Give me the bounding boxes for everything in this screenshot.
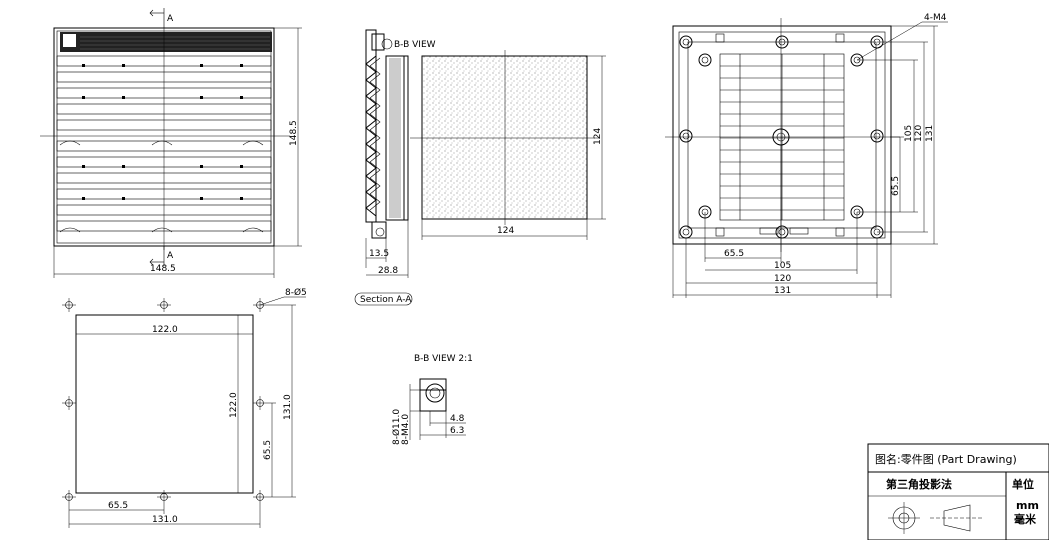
rear-dim-h-65: 65.5 (724, 249, 744, 259)
cutout-inner-height: 122.0 (229, 392, 239, 418)
cutout-hole-spacing-h: 65.5 (108, 501, 128, 511)
cutout-view: 8-Ø5 122.0 122.0 131.0 65.5 65.5 131.0 (62, 287, 307, 528)
section-marker-bottom: A (167, 251, 174, 261)
rear-dim-v-131: 131 (925, 125, 935, 142)
title-block: 图名:零件图 (Part Drawing) 第三角投影法 单位 mm 毫米 (867, 443, 1049, 540)
rear-dim-h-120: 120 (774, 274, 791, 284)
detail-dim-b: 6.3 (450, 426, 464, 436)
front-width-dim: 148.5 (150, 264, 176, 274)
rear-dim-h-131: 131 (774, 286, 791, 296)
hole-label: 8-Ø5 (285, 287, 307, 298)
unit-cn: 毫米 (1014, 512, 1037, 526)
cutout-hole-spacing-v: 65.5 (263, 440, 273, 460)
rear-dim-v-65: 65.5 (891, 176, 901, 196)
rear-dim-h-105: 105 (774, 261, 791, 271)
title-name-label: 图名:零件图 (Part Drawing) (875, 452, 1017, 466)
rear-dim-v-120: 120 (914, 125, 924, 142)
cutout-outer-height: 131.0 (283, 394, 293, 420)
screw-label: 4-M4 (924, 13, 947, 23)
detail-b-circle (381, 38, 393, 50)
logo-square (63, 34, 76, 47)
front-height-dim: 148.5 (289, 120, 299, 146)
section-marker-top: A (167, 14, 174, 24)
rear-dim-v-105: 105 (904, 125, 914, 142)
unit-en: mm (1016, 499, 1039, 512)
front-view: A (40, 8, 302, 278)
depth-dim-2: 28.8 (378, 266, 398, 276)
detail-dim-a: 4.8 (450, 414, 465, 424)
detail-label-dia: 8-Ø11.0 (391, 409, 402, 445)
mounting-holes (62, 298, 267, 504)
projection-symbol (888, 502, 984, 534)
section-view: B-B VIEW 13.5 28.8 (354, 29, 606, 306)
section-label: Section A-A (360, 295, 412, 305)
cutout-inner-width: 122.0 (152, 325, 178, 335)
cutout-outer-width: 131.0 (152, 515, 178, 525)
unit-label: 单位 (1012, 477, 1034, 491)
bb-view-label: B-B VIEW (394, 40, 436, 50)
filter-height-dim: 124 (593, 128, 603, 145)
filter-width-dim: 124 (497, 226, 514, 236)
depth-dim-1: 13.5 (369, 249, 389, 259)
filter-mat (421, 55, 588, 220)
detail-label-thread: 8-M4.0 (401, 414, 411, 445)
projection-label: 第三角投影法 (886, 477, 952, 491)
detail-view: B-B VIEW 2:1 4.8 6.3 8-Ø11.0 8-M4.0 (391, 354, 473, 445)
detail-title: B-B VIEW 2:1 (414, 354, 473, 364)
rear-view: 4-M4 65.5 105 120 131 105 120 131 65.5 (665, 13, 948, 298)
